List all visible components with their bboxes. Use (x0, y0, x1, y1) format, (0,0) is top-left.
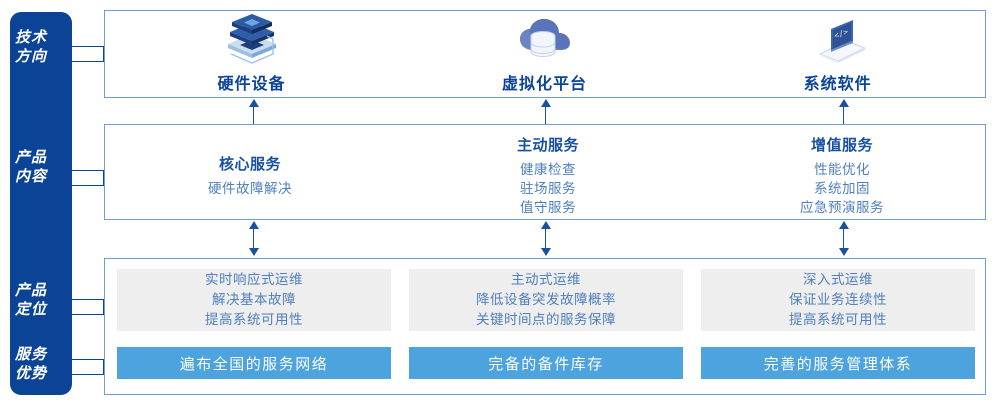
connector-tech-top (72, 46, 104, 47)
position-line: 解决基本故障 (212, 292, 296, 308)
position-line: 关键时间点的服务保障 (476, 312, 616, 328)
sidebar-item-product-content[interactable]: 产品 内容 (0, 148, 62, 186)
product-title: 增值服务 (810, 136, 873, 154)
position-card-realtime-ops[interactable]: 实时响应式运维 解决基本故障 提高系统可用性 (117, 269, 391, 331)
tech-direction-panel: 硬件设备 虚拟化平台 (104, 10, 986, 98)
sidebar-label-line2: 定位 (14, 300, 47, 318)
advantage-label: 遍布全国的服务网络 (179, 354, 329, 373)
product-column-proactive-service[interactable]: 主动服务 健康检查 驻场服务 值守服务 (403, 134, 693, 218)
position-card-proactive-ops[interactable]: 主动式运维 降低设备突发故障概率 关键时间点的服务保障 (409, 269, 683, 331)
position-line: 主动式运维 (511, 272, 581, 288)
connector-position-join (103, 299, 104, 315)
connector-content-join (103, 170, 104, 186)
position-line: 提高系统可用性 (789, 312, 887, 328)
product-column-core-service[interactable]: 核心服务 硬件故障解决 (105, 153, 395, 199)
sidebar-label-line2: 内容 (14, 167, 47, 185)
position-line: 深入式运维 (803, 272, 873, 288)
arrow-line-position-2 (545, 227, 546, 249)
tech-column-hardware[interactable]: 硬件设备 (105, 11, 398, 97)
sidebar-item-product-position[interactable]: 产品 定位 (0, 281, 62, 319)
product-item: 硬件故障解决 (208, 181, 292, 197)
product-column-value-added-service[interactable]: 增值服务 性能优化 系统加固 应急预演服务 (697, 134, 987, 218)
position-line: 实时响应式运维 (205, 272, 303, 288)
advantage-bar-service-network[interactable]: 遍布全国的服务网络 (117, 347, 391, 379)
connector-content-top (72, 170, 104, 171)
arrow-line-position-1 (253, 227, 254, 249)
laptop-code-icon: </> (807, 14, 869, 66)
product-item: 健康检查 (520, 162, 576, 178)
sidebar-label-line1: 产品 (14, 148, 47, 166)
connector-tech-bottom (72, 61, 104, 62)
connector-content-bottom (72, 185, 104, 186)
server-stack-icon (221, 14, 283, 66)
sidebar-item-service-edge[interactable]: 服务 优势 (0, 345, 62, 383)
arrow-line-position-3 (843, 227, 844, 249)
arrow-head-virtualization (541, 99, 551, 107)
sidebar-label-line2: 方向 (14, 47, 47, 65)
sidebar-label-line1: 产品 (14, 281, 47, 299)
arrow-head-up-position-1 (249, 221, 259, 229)
product-item: 应急预演服务 (800, 200, 884, 216)
tech-column-virtualization[interactable]: 虚拟化平台 (398, 11, 691, 97)
product-position-panel: 实时响应式运维 解决基本故障 提高系统可用性 主动式运维 降低设备突发故障概率 … (104, 258, 986, 395)
connector-position-top (72, 299, 104, 300)
arrow-line-hardware (253, 106, 254, 124)
product-title: 主动服务 (516, 136, 579, 154)
tech-label: 硬件设备 (217, 74, 286, 93)
connector-tech-join (103, 46, 104, 62)
arrow-line-virtualization (545, 106, 546, 124)
tech-label: 虚拟化平台 (502, 74, 588, 93)
advantage-bar-spare-parts-stock[interactable]: 完备的备件库存 (409, 347, 683, 379)
arrow-head-software (839, 99, 849, 107)
product-item: 系统加固 (814, 181, 870, 197)
advantage-label: 完善的服务管理体系 (763, 354, 913, 373)
arrow-head-up-position-3 (839, 221, 849, 229)
connector-advantage-join (103, 359, 104, 375)
position-line: 提高系统可用性 (205, 312, 303, 328)
arrow-head-hardware (249, 99, 259, 107)
connector-position-bottom (72, 314, 104, 315)
arrow-head-down-position-1 (249, 248, 259, 256)
tech-column-system-software[interactable]: </> 系统软件 (691, 11, 984, 97)
product-content-panel: 核心服务 硬件故障解决 主动服务 健康检查 驻场服务 值守服务 增值服务 性能优… (104, 124, 986, 220)
sidebar-label-line1: 服务 (14, 345, 47, 363)
position-card-deep-ops[interactable]: 深入式运维 保证业务连续性 提高系统可用性 (701, 269, 975, 331)
advantage-label: 完备的备件库存 (488, 354, 604, 373)
sidebar (10, 12, 72, 395)
position-line: 降低设备突发故障概率 (476, 292, 616, 308)
product-item: 性能优化 (814, 162, 870, 178)
product-item: 值守服务 (520, 200, 576, 216)
arrow-head-up-position-2 (541, 221, 551, 229)
connector-advantage-top (72, 359, 104, 360)
product-item: 驻场服务 (520, 181, 576, 197)
position-line: 保证业务连续性 (789, 292, 887, 308)
sidebar-label-line1: 技术 (14, 28, 47, 46)
advantage-bar-service-management[interactable]: 完善的服务管理体系 (701, 347, 975, 379)
product-title: 核心服务 (218, 155, 281, 173)
sidebar-item-tech-direction[interactable]: 技术 方向 (0, 28, 62, 66)
connector-advantage-bottom (72, 374, 104, 375)
arrow-head-down-position-2 (541, 248, 551, 256)
arrow-line-software (843, 106, 844, 124)
sidebar-label-line2: 优势 (14, 364, 47, 382)
arrow-head-down-position-3 (839, 248, 849, 256)
tech-label: 系统软件 (803, 74, 872, 93)
cloud-database-icon (514, 14, 576, 66)
